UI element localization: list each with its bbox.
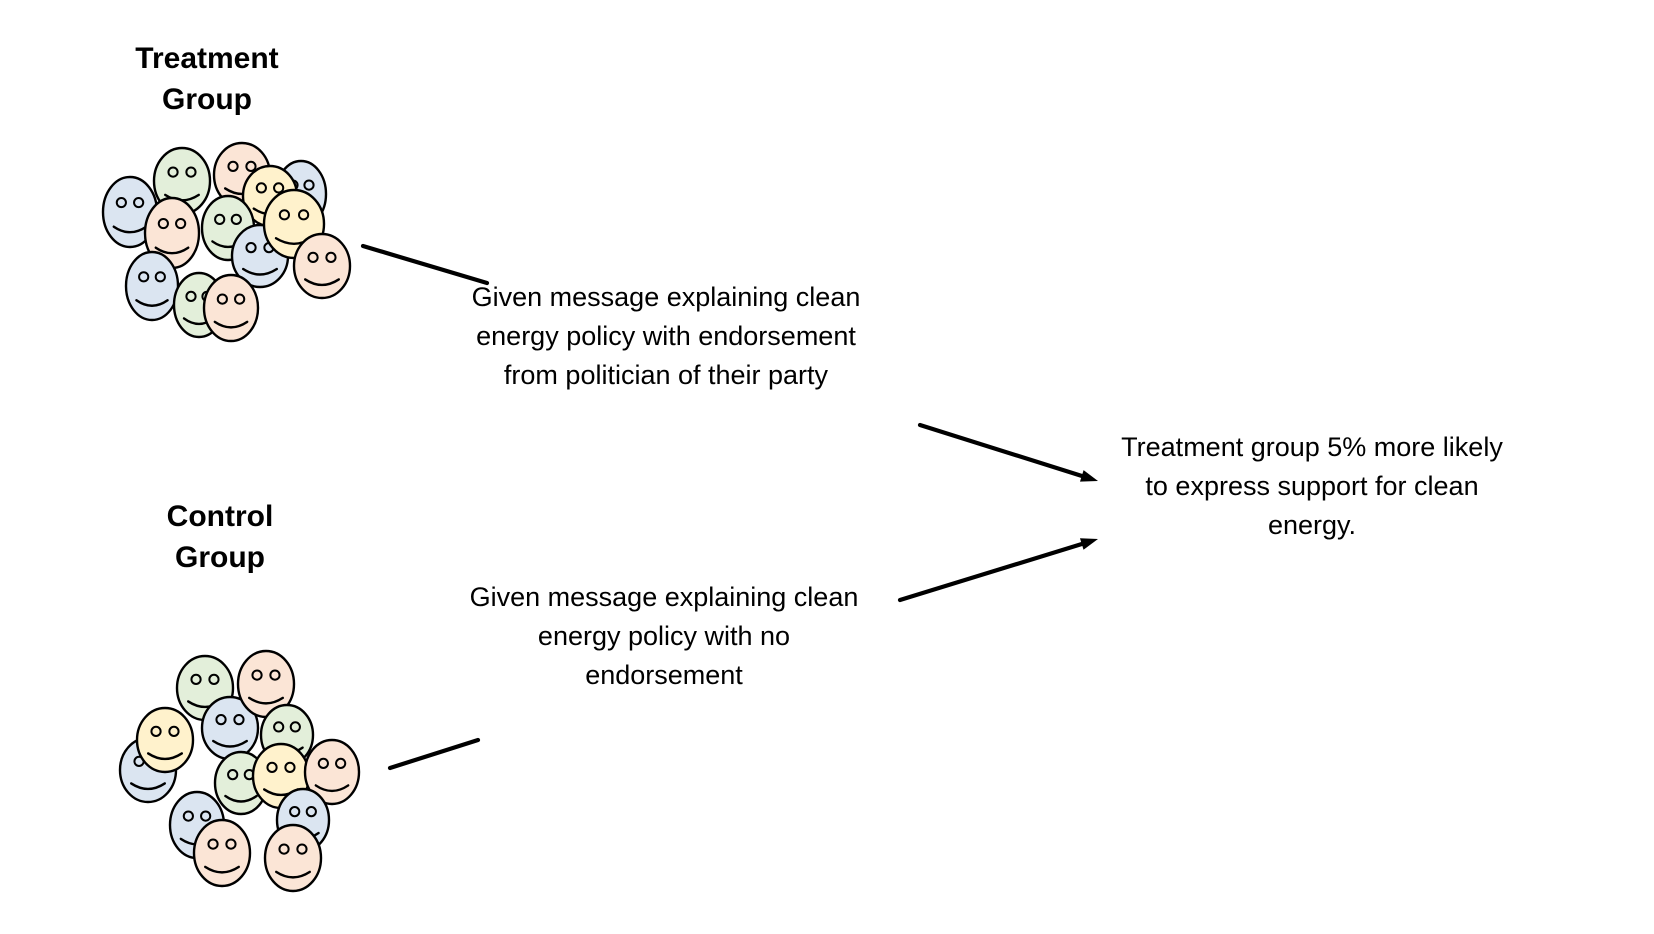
outcome-line3: energy. — [1267, 510, 1357, 540]
control-group-title-line1: Control — [166, 500, 274, 533]
treatment-smiley-face-peach — [143, 196, 201, 270]
control-smiley-face-peach — [263, 823, 323, 893]
outcome-line1: Treatment group 5% more likely — [1121, 432, 1503, 462]
treatment-smiley-face-blue — [124, 250, 180, 322]
treatment-smiley-face-peach — [292, 232, 352, 300]
treatment-message-text: Given message explaining clean energy po… — [436, 278, 896, 395]
control-group-title: Control Group — [70, 496, 370, 578]
control-smiley-face-yellow — [135, 706, 195, 774]
treatment-message-line2: energy policy with endorsement — [476, 321, 856, 351]
control-message-line1: Given message explaining clean — [469, 582, 859, 612]
control-smiley-face-peach — [192, 818, 252, 888]
control-message-line2: energy policy with no — [537, 621, 791, 651]
control-smiley-face-peach — [303, 738, 361, 806]
control-message-to-outcome-arrow — [897, 538, 1098, 603]
treatment-message-line1: Given message explaining clean — [471, 282, 861, 312]
treatment-group-title-line2: Group — [162, 83, 252, 116]
treatment-smiley-face-peach — [202, 273, 260, 343]
treatment-group-title: Treatment Group — [57, 38, 357, 120]
treatment-to-message-line — [360, 243, 490, 286]
treatment-message-to-outcome-arrow — [917, 422, 1098, 482]
outcome-line2: to express support for clean — [1145, 471, 1479, 501]
control-smiley-face-blue — [200, 695, 260, 761]
control-to-message-line — [387, 737, 481, 771]
treatment-group-title-line1: Treatment — [135, 42, 279, 75]
treatment-message-line3: from politician of their party — [503, 360, 829, 390]
control-group-title-line2: Group — [175, 541, 265, 574]
outcome-text: Treatment group 5% more likely to expres… — [1082, 428, 1542, 545]
control-message-text: Given message explaining clean energy po… — [434, 578, 894, 695]
control-message-line3: endorsement — [585, 660, 743, 690]
